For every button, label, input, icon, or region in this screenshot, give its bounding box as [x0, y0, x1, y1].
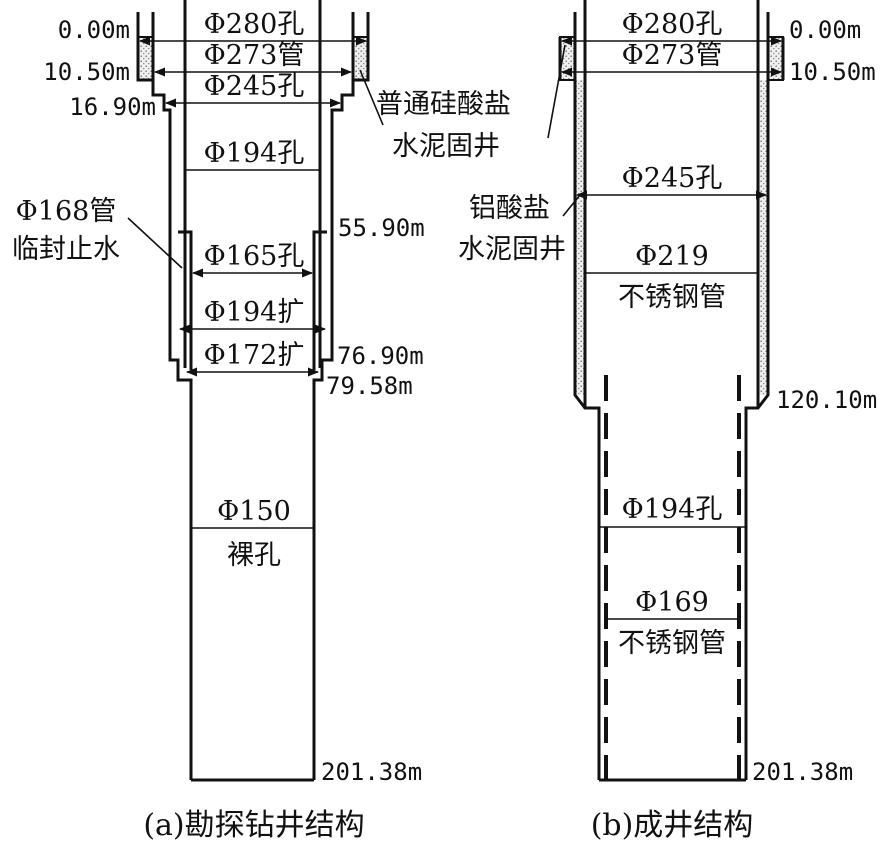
label-pipe-273-b: Φ273管	[622, 40, 723, 71]
label-cement-a-line2: 水泥固井	[392, 131, 500, 162]
leader-cement-b	[562, 194, 581, 217]
label-hole-245: Φ245孔	[204, 71, 305, 102]
cement-annulus-right	[758, 80, 768, 395]
borehole-outline-right	[312, 12, 370, 780]
label-pipe-168-line1: Φ168管	[16, 196, 117, 227]
depth-a-3: 55.90m	[338, 214, 425, 242]
depth-b-0: 0.00m	[789, 16, 861, 44]
depth-a-4: 76.90m	[337, 342, 424, 370]
cement-fill-left	[137, 36, 154, 81]
pipe-168-left	[178, 230, 193, 370]
cement-annulus-left	[575, 80, 585, 395]
depth-b-2: 120.10m	[776, 386, 877, 414]
label-pipe-169: Φ169	[635, 587, 709, 618]
label-cement-a-line1: 普通硅酸盐	[376, 89, 511, 120]
depth-a-0: 0.00m	[58, 16, 130, 44]
label-pipe-273: Φ273管	[204, 40, 305, 71]
label-hole-280-b: Φ280孔	[622, 9, 723, 40]
depth-a-6: 201.38m	[321, 758, 422, 786]
panel-b-completed-well: Φ280孔 Φ273管 Φ245孔 Φ219 不锈钢管 Φ194孔 Φ169 不…	[458, 0, 877, 843]
label-hole-194: Φ194孔	[204, 138, 305, 169]
label-bare-150: Φ150	[217, 496, 291, 527]
label-ream-194: Φ194扩	[204, 297, 305, 328]
label-pipe-219: Φ219	[635, 241, 709, 272]
label-cement-b-line1: 铝酸盐	[469, 193, 550, 224]
caption-a: (a)勘探钻井结构	[143, 808, 364, 843]
depth-a-2: 16.90m	[69, 93, 156, 121]
label-hole-165: Φ165孔	[204, 241, 305, 272]
depth-b-1: 10.50m	[789, 58, 876, 86]
label-ream-172: Φ172扩	[204, 340, 305, 371]
depth-a-1: 10.50m	[43, 58, 130, 86]
label-ss-169: 不锈钢管	[618, 628, 726, 659]
depth-a-5: 79.58m	[326, 372, 413, 400]
borehole-outline-left	[136, 12, 193, 780]
pipe-168-right	[312, 230, 327, 370]
leader-cement-top-b	[547, 44, 566, 139]
label-hole-194-b: Φ194孔	[622, 494, 723, 525]
caption-b: (b)成井结构	[591, 808, 754, 843]
panel-a-exploration-well: Φ280孔 Φ273管 Φ245孔 Φ194孔 Φ165孔 Φ194扩 Φ172…	[12, 0, 511, 843]
leader-cement-a	[359, 69, 384, 126]
leader-pipe-168	[127, 217, 183, 269]
label-pipe-168-line2: 临封止水	[12, 234, 120, 265]
label-hole-245-b: Φ245孔	[622, 163, 723, 194]
label-hole-280: Φ280孔	[204, 9, 305, 40]
label-ss-219: 不锈钢管	[618, 282, 726, 313]
label-cement-b-line2: 水泥固井	[458, 234, 566, 265]
label-bare-hole: 裸孔	[227, 540, 281, 571]
cement-fill-right	[352, 36, 369, 81]
depth-b-3: 201.38m	[752, 758, 853, 786]
cement-top-right	[767, 36, 784, 81]
